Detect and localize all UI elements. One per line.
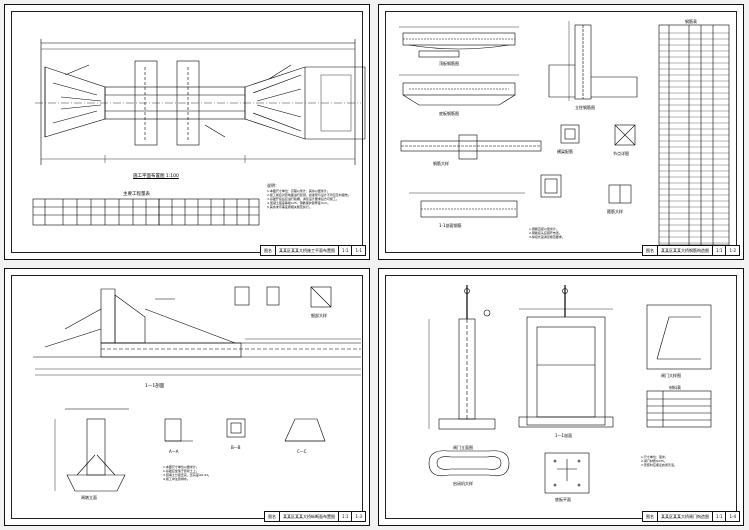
sheet-1-drawing xyxy=(32,39,366,226)
sheet-4-caption-d: 启闭机大样 xyxy=(453,481,473,486)
note-line: 3.安装时应保证启闭灵活。 xyxy=(641,463,677,467)
title-block-title: 某某区某某大桥施工平面布置图 xyxy=(276,246,340,255)
title-block-title: 某某区某某大桥纵断面布置图 xyxy=(280,512,340,521)
sheet-4-caption-e: 底板平面 xyxy=(555,497,571,502)
note-line: 1.本图尺寸单位：高程以米计，其余以厘米计。 xyxy=(267,189,330,193)
title-block-title: 某某区某某大桥闸门构造图 xyxy=(658,512,714,521)
title-block-scale: 1:1 xyxy=(713,512,727,521)
sheet-2-drawing xyxy=(399,21,730,246)
sheet-3-caption-e: 细部大样 xyxy=(311,313,327,318)
note-line: 4.混凝土强度等级C25，钢筋保护层厚度3cm。 xyxy=(267,201,331,205)
note-line: 2.施工前应对原地面进行复测，如发现与设计不符应及时报告。 xyxy=(267,193,351,197)
title-block-scale: 1:1 xyxy=(339,246,353,255)
rebar-table-title: 钢筋表 xyxy=(685,19,697,24)
sheet-4-caption-a: 闸门立面图 xyxy=(453,445,473,450)
sheet-2-caption-c: 钢筋大样 xyxy=(433,161,449,166)
sheet-4-drawing xyxy=(428,285,712,494)
sheet-2-title-block: 图名 某某区某某大桥钢筋构造图 1:1 1-2 xyxy=(642,245,740,256)
sheet-2-caption-b: 底板钢筋图 xyxy=(439,111,459,116)
rebar-table-rows xyxy=(659,32,729,244)
title-block-label: 图名 xyxy=(643,512,659,521)
sheet-4-caption-b: 1—1剖面 xyxy=(555,433,573,438)
note-line: 2.闸门材质Q235。 xyxy=(641,459,667,463)
sheet-3-notes: 1.本图尺寸单位以厘米计。 2.基础应坐落于原状土上。 3.回填土分层压实，压实… xyxy=(163,465,313,481)
title-block-number: 1-1 xyxy=(355,248,362,253)
sheet-3-caption-main: 1—1剖面 xyxy=(145,384,165,389)
sheet-3-caption-a: 闸墩立面 xyxy=(81,495,97,500)
sheet-2-caption-a: 顶板钢筋图 xyxy=(439,61,459,66)
sheet-3-caption-d: C—C xyxy=(297,449,307,454)
note-line: 3.基础开挖后应进行验槽，满足设计要求后方可施工。 xyxy=(267,197,339,201)
title-block-number: 1-4 xyxy=(729,514,736,519)
sheet-2-caption-f: 立柱钢筋图 xyxy=(575,105,595,110)
title-block-label: 图名 xyxy=(265,512,281,521)
drawing-sheet-2[interactable]: 顶板钢筋图 底板钢筋图 钢筋大样 1-1剖面钢筋 立柱钢筋图 横梁配筋 节点详图… xyxy=(378,4,744,260)
drawing-sheet-4[interactable]: 闸门立面图 1—1剖面 闸门大样图 启闭机大样 底板平面 材料表 1.尺寸单位：… xyxy=(378,268,744,526)
note-line: 1.本图尺寸单位以厘米计。 xyxy=(163,465,199,469)
title-block-title: 某某区某某大桥钢筋构造图 xyxy=(658,246,714,255)
sheet-2-caption-d: 1-1剖面钢筋 xyxy=(439,223,462,228)
note-line: 1.尺寸单位：毫米。 xyxy=(641,455,668,459)
sheet-1-frame xyxy=(11,11,363,253)
drawing-sheet-3[interactable]: 1—1剖面 闸墩立面 A—A B—B C—C 细部大样 1.本图尺寸单位以厘米计… xyxy=(4,268,370,526)
title-block-label: 图名 xyxy=(261,246,277,255)
sheet-1-plan-caption: 施工平面布置图 1:100 xyxy=(133,174,179,179)
sheet-4-frame xyxy=(385,275,737,519)
sheet-1-table-caption: 主要工程量表 xyxy=(123,192,150,197)
sheet-3-caption-b: A—A xyxy=(169,449,179,454)
sheet-2-caption-e: 横梁配筋 xyxy=(557,149,573,154)
sheet-2-caption-h: 箍筋大样 xyxy=(607,209,623,214)
title-block-scale: 1:1 xyxy=(339,512,353,521)
note-line: 2.基础应坐落于原状土上。 xyxy=(163,469,199,473)
sheet-3-caption-c: B—B xyxy=(231,445,241,450)
note-line: 3.焊接长度满足规范要求。 xyxy=(529,235,565,239)
title-block-number: 1-2 xyxy=(729,248,736,253)
note-line: 2.钢筋接头应错开布置。 xyxy=(529,231,562,235)
sheet-4-caption-c: 闸门大样图 xyxy=(661,373,681,378)
sheet-4-title-block: 图名 某某区某某大桥闸门构造图 1:1 1-4 xyxy=(642,511,740,522)
title-block-scale: 1:1 xyxy=(713,246,727,255)
note-line: 3.回填土分层压实，压实度≥0.93。 xyxy=(163,473,212,477)
sheet-4-notes: 1.尺寸单位：毫米。 2.闸门材质Q235。 3.安装时应保证启闭灵活。 xyxy=(641,455,731,467)
notes-heading: 说明： xyxy=(267,183,279,188)
sheet-1-title-block: 图名 某某区某某大桥施工平面布置图 1:1 1-1 xyxy=(260,245,366,256)
note-line: 5.其余未尽事宜按相关规范执行。 xyxy=(267,205,312,209)
sheet-2-notes: 1.钢筋直径以毫米计。 2.钢筋接头应错开布置。 3.焊接长度满足规范要求。 xyxy=(529,227,653,239)
sheet-3-drawing xyxy=(33,286,361,492)
note-line: 1.钢筋直径以毫米计。 xyxy=(529,227,559,231)
sheet-2-caption-g: 节点详图 xyxy=(613,151,629,156)
title-block-label: 图名 xyxy=(643,246,659,255)
drawing-sheet-1[interactable]: 施工平面布置图 1:100 主要工程量表 说明： 1.本图尺寸单位：高程以米计，… xyxy=(4,4,370,260)
sheet-1-notes: 说明： 1.本图尺寸单位：高程以米计，其余以厘米计。 2.施工前应对原地面进行复… xyxy=(267,183,361,209)
material-table-title: 材料表 xyxy=(669,385,681,390)
sheet-3-title-block: 图名 某某区某某大桥纵断面布置图 1:1 1-3 xyxy=(264,511,366,522)
sheet-3-frame xyxy=(11,275,363,519)
title-block-number: 1-3 xyxy=(355,514,362,519)
note-line: 4.施工中注意排水。 xyxy=(163,477,190,481)
sheet-2-frame xyxy=(385,11,737,253)
